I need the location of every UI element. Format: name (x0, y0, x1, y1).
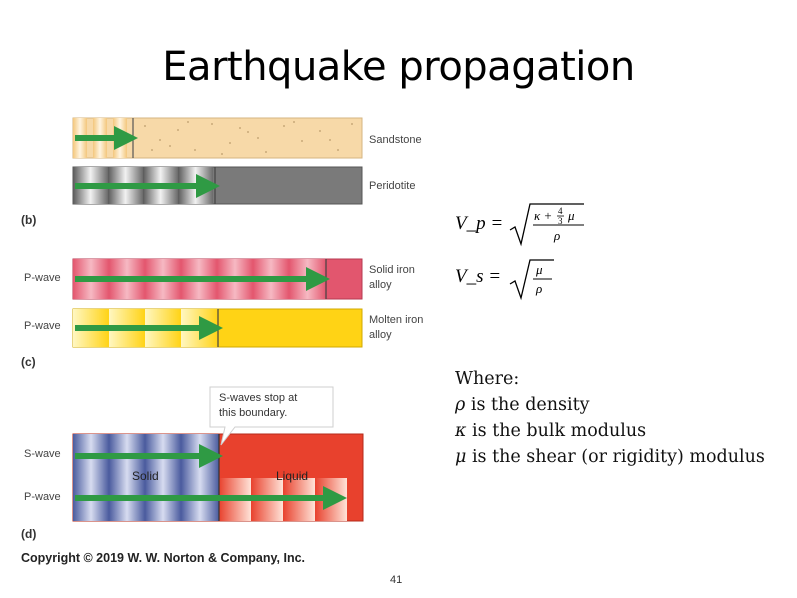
solid-liquid-bar (72, 433, 364, 522)
legend-line: ρ is the density (455, 395, 590, 415)
svg-text:4: 4 (558, 206, 563, 216)
svg-text:3: 3 (558, 216, 563, 226)
svg-text:μ: μ (535, 262, 543, 277)
vp-equation-lhs: V_p = (455, 213, 504, 234)
svg-text:ρ: ρ (553, 228, 560, 243)
legend-heading: Where: (455, 369, 520, 389)
vs-equation-lhs: V_s = (455, 266, 502, 287)
p-wave-label: P-wave (24, 272, 61, 284)
legend-line: κ is the bulk modulus (455, 421, 647, 441)
svg-text:ρ: ρ (535, 281, 542, 296)
sandstone-label: Sandstone (369, 134, 422, 146)
svg-text:μ: μ (567, 208, 575, 223)
p-wave-label: P-wave (24, 491, 61, 503)
liquid-region-label: Liquid (276, 469, 309, 483)
panel-label-d: (d) (21, 527, 37, 541)
page-number: 41 (390, 574, 403, 586)
vp-equation-radical: κ + 4 3 μ ρ (509, 203, 584, 247)
copyright-notice: Copyright © 2019 W. W. Norton & Company,… (21, 551, 306, 565)
panel-label-c: (c) (21, 355, 36, 369)
callout-bubble (209, 386, 334, 446)
peridotite-label: Peridotite (369, 180, 416, 192)
variable-legend: Where: ρ is the density κ is the bulk mo… (455, 366, 765, 470)
legend-line: μ is the shear (or rigidity) modulus (455, 447, 765, 467)
s-wave-label: S-wave (24, 448, 61, 460)
svg-text:κ +: κ + (534, 208, 552, 223)
p-wave-label: P-wave (24, 320, 61, 332)
vs-equation-radical: μ ρ (509, 259, 554, 301)
solid-region-label: Solid (132, 469, 159, 483)
panel-label-b: (b) (21, 213, 37, 227)
page-title: Earthquake propagation (162, 44, 635, 90)
